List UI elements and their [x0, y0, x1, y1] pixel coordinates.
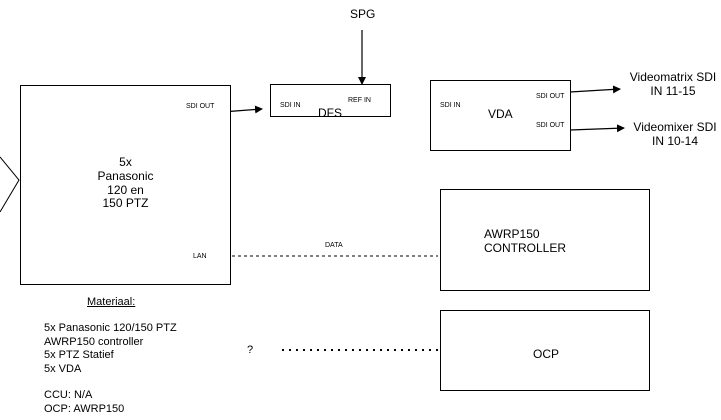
dfs-ref-in-port: REF IN	[348, 97, 371, 104]
vda-to-videomatrix-arrow	[569, 85, 621, 94]
videomatrix-label: Videomatrix SDI IN 11-15	[629, 70, 717, 98]
camera-block: 5x Panasonic 120 en 150 PTZ SDI OUT LAN	[20, 85, 231, 285]
vda-title: VDA	[488, 107, 513, 121]
vda-block: SDI IN VDA SDI OUT SDI OUT	[430, 80, 571, 151]
spg-label: SPG	[350, 7, 376, 21]
vda-sdi-out-port-1: SDI OUT	[536, 93, 565, 100]
materials-heading: Materiaal:	[87, 296, 136, 308]
controller-title: AWRP150 CONTROLLER	[484, 227, 567, 255]
materials-extra: CCU: N/A OCP: AWRP150	[44, 389, 125, 415]
ocp-title: OCP	[533, 347, 560, 361]
vda-sdi-out-port-2: SDI OUT	[536, 122, 565, 129]
controller-block: AWRP150 CONTROLLER	[440, 189, 650, 291]
vda-to-videomixer-arrow	[569, 124, 625, 133]
dfs-sdi-in-port: SDI IN	[280, 102, 301, 109]
input-triangle-shape	[0, 156, 20, 213]
camera-lan-port: LAN	[193, 253, 207, 260]
materials-list: 5x Panasonic 120/150 PTZ AWRP150 control…	[44, 322, 177, 375]
dfs-title: DFS	[318, 106, 342, 120]
dfs-block: SDI IN REF IN DFS	[270, 84, 391, 120]
camera-block-title: 5x Panasonic 120 en 150 PTZ	[97, 155, 154, 211]
question-mark: ?	[247, 344, 254, 356]
data-label: DATA	[325, 242, 343, 249]
videomixer-label: Videomixer SDI IN 10-14	[633, 120, 717, 148]
ocp-block: OCP	[440, 310, 650, 391]
camera-sdi-out-port: SDI OUT	[186, 103, 215, 110]
vda-sdi-in-port: SDI IN	[440, 102, 461, 109]
